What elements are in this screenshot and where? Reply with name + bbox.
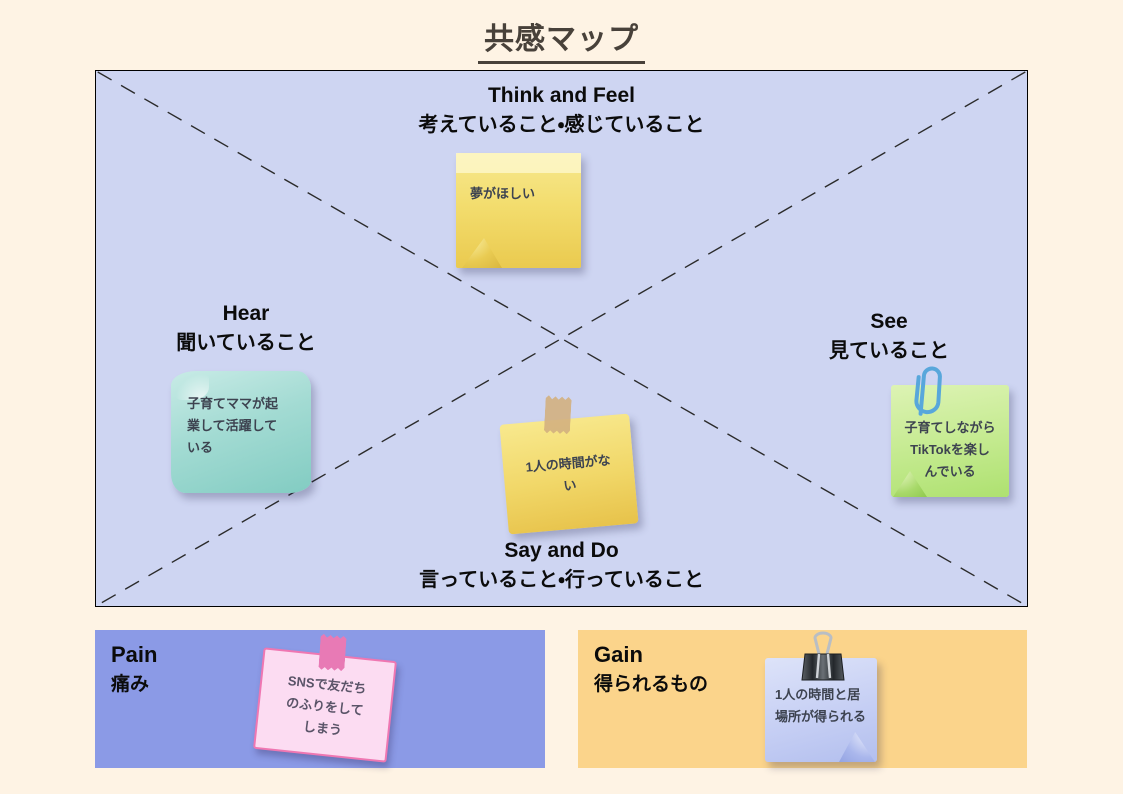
paperclip-icon <box>914 366 942 416</box>
sticky-note-pain[interactable]: SNSで友だち のふりをして しまう <box>253 647 397 763</box>
sticky-note-gain[interactable]: 1人の時間と居 場所が得られる <box>765 631 877 762</box>
tape-icon <box>318 634 346 672</box>
diagonal-dashed-lines <box>97 71 1026 606</box>
sticky-note-say[interactable]: 1人の時間がな い <box>499 414 639 535</box>
sticky-note-think[interactable]: 夢がほしい <box>456 153 581 268</box>
quadrant-hear-en: Hear <box>222 302 270 325</box>
quadrant-say-ja: 言っていること・行っていること <box>419 569 704 592</box>
pain-label: Pain 痛み <box>111 638 157 700</box>
quadrant-think-en: Think and Feel <box>487 84 636 107</box>
quadrant-label-hear: Hear 聞いていること <box>86 299 406 358</box>
quadrant-think-ja: 考えていること・感じていること <box>418 114 705 137</box>
binder-clip-icon <box>801 631 845 681</box>
quadrant-say-en: Say and Do <box>504 539 619 562</box>
tape-icon <box>544 395 572 434</box>
pain-label-en: Pain <box>111 642 158 667</box>
pain-section: Pain 痛み SNSで友だち のふりをして しまう <box>95 630 545 768</box>
gain-section: Gain 得られるもの 1人の時間と居 場所が得られる <box>578 630 1027 768</box>
quadrant-see-en: See <box>870 310 908 333</box>
gain-label-ja: 得られるもの <box>594 674 709 695</box>
sticky-note-hear-text: 子育てママが起 業して活躍して いる <box>187 396 279 456</box>
sticky-note-see-text: 子育てしながら TikTokを楽し んでいる <box>904 420 996 480</box>
pain-label-ja: 痛み <box>111 674 150 695</box>
empathy-map-canvas: Think and Feel 考えていること・感じていること Hear 聞いてい… <box>95 70 1028 607</box>
sticky-note-hear[interactable]: 子育てママが起 業して活躍して いる <box>171 371 311 493</box>
quadrant-label-say: Say and Do 言っていること・行っていること <box>96 536 1027 595</box>
sticky-note-think-text: 夢がほしい <box>470 186 536 201</box>
sticky-note-see[interactable]: 子育てしながら TikTokを楽し んでいる <box>891 366 1009 497</box>
quadrant-see-ja: 見ていること <box>829 340 949 363</box>
page-title: 共感マップ <box>0 14 1123 64</box>
gain-label: Gain 得られるもの <box>594 638 708 700</box>
sticky-note-gain-text: 1人の時間と居 場所が得られる <box>775 687 867 725</box>
quadrant-hear-ja: 聞いていること <box>176 332 316 355</box>
quadrant-label-think: Think and Feel 考えていること・感じていること <box>96 81 1027 140</box>
gain-label-en: Gain <box>594 642 643 667</box>
quadrant-label-see: See 見ていること <box>744 307 1034 366</box>
